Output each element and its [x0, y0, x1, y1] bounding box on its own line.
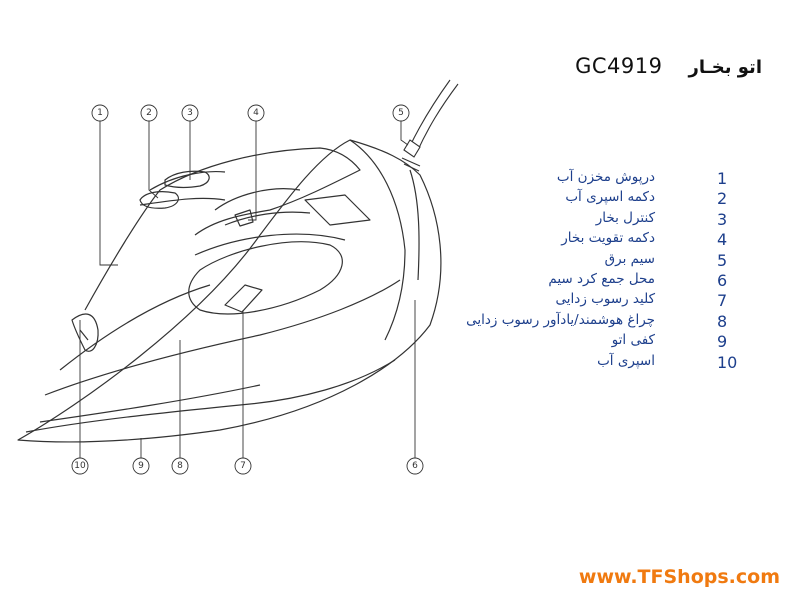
legend-label: دکمه اسپری آب: [565, 189, 655, 206]
callout-number: 9: [138, 461, 144, 471]
legend-label: درپوش مخزن آب: [556, 169, 655, 185]
legend-row: کفی اتو 9: [420, 332, 740, 352]
callout-3: [181, 104, 199, 122]
legend-row: سیم برق 5: [420, 251, 740, 271]
legend-row: کنترل بخار 3: [420, 210, 740, 230]
legend-number: 6: [717, 270, 728, 290]
legend-number: 2: [717, 189, 728, 209]
callout-9: [132, 457, 150, 475]
legend-row: محل جمع کرد سیم 6: [420, 271, 740, 291]
legend-number: 9: [717, 332, 728, 352]
legend-number: 7: [717, 291, 728, 311]
site-watermark: www.TFShops.com: [578, 566, 780, 588]
legend-row: دکمه اسپری آب 2: [420, 189, 740, 209]
legend-number: 8: [717, 311, 728, 331]
legend-label: اسپری آب: [597, 352, 655, 369]
legend-label: کنترل بخار: [595, 209, 655, 226]
callout-numbers: 1 2 3 4 5 10 9 8 7 6: [74, 108, 418, 471]
callout-8: [171, 457, 189, 475]
legend-number: 4: [717, 230, 728, 250]
legend-label: سیم برق: [604, 250, 655, 267]
callout-number: 3: [187, 108, 193, 118]
callout-1: [91, 104, 109, 122]
callout-number: 4: [253, 108, 259, 118]
power-cord: [401, 79, 459, 172]
legend-row: درپوش مخزن آب 1: [420, 169, 740, 189]
legend-label: دکمه تقویت بخار: [561, 230, 655, 247]
legend-number: 10: [717, 352, 738, 372]
legend-number: 5: [717, 250, 728, 270]
iron-body: [17, 139, 442, 443]
legend-label: کلید رسوب زدایی: [555, 291, 655, 308]
legend-row: اسپری آب 10: [420, 353, 740, 373]
callout-7: [234, 457, 252, 475]
callout-number: 5: [398, 108, 404, 118]
legend-label: محل جمع کرد سیم: [548, 270, 655, 287]
legend-number: 3: [717, 209, 728, 229]
legend-label: کفی اتو: [611, 332, 655, 349]
product-title: اتو بخـار: [688, 57, 763, 78]
legend-label: چراغ هوشمند/یادآور رسوب زدایی: [466, 311, 655, 328]
title-row: GC4919 اتو بخـار: [575, 54, 762, 78]
leader-lines: [79, 120, 416, 458]
callout-4: [247, 104, 265, 122]
callout-number: 10: [74, 461, 86, 471]
callout-circles: [71, 104, 424, 475]
legend-row: کلید رسوب زدایی 7: [420, 291, 740, 311]
callout-number: 1: [97, 108, 103, 118]
legend-number: 1: [717, 169, 728, 188]
callout-5: [392, 104, 410, 122]
callout-6: [406, 457, 424, 475]
callout-number: 7: [240, 461, 246, 471]
parts-legend: درپوش مخزن آب 1 دکمه اسپری آب 2 کنترل بخ…: [420, 169, 740, 373]
callout-10: [71, 457, 89, 475]
callout-number: 8: [177, 461, 183, 471]
legend-row: دکمه تقویت بخار 4: [420, 230, 740, 250]
legend-row: چراغ هوشمند/یادآور رسوب زدایی 8: [420, 312, 740, 332]
callout-number: 6: [412, 461, 418, 471]
callout-number: 2: [146, 108, 152, 118]
model-number: GC4919: [575, 54, 663, 78]
callout-2: [140, 104, 158, 122]
